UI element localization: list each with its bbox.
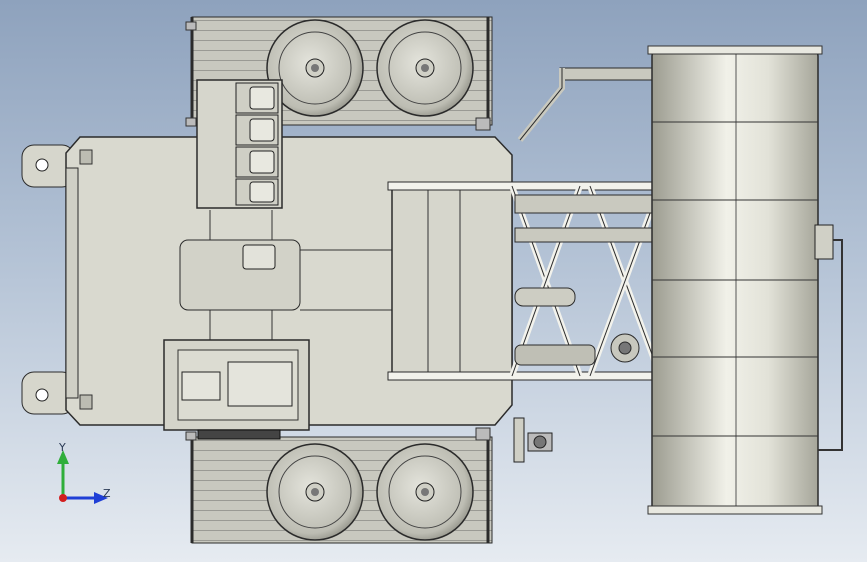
- bushing-housing: [391, 185, 513, 379]
- z-axis-label: Z: [103, 487, 111, 500]
- lifting-lug-top: [21, 144, 75, 188]
- pipework: [514, 67, 661, 366]
- fan-bottom-left: [266, 443, 364, 541]
- control-cabinet: [163, 339, 310, 440]
- axis-triad: Y Z: [57, 441, 111, 504]
- fan-top-right: [376, 19, 474, 117]
- support-frame: [387, 181, 669, 381]
- cover-plate: [179, 239, 301, 311]
- fan-top-left: [266, 19, 364, 117]
- conservator-tank: [647, 45, 843, 515]
- drain-valve: [513, 417, 553, 463]
- terminal-box-top: [196, 79, 283, 209]
- fan-bottom-right: [376, 443, 474, 541]
- lifting-lug-bottom: [21, 371, 75, 415]
- y-axis-label: Y: [58, 441, 66, 454]
